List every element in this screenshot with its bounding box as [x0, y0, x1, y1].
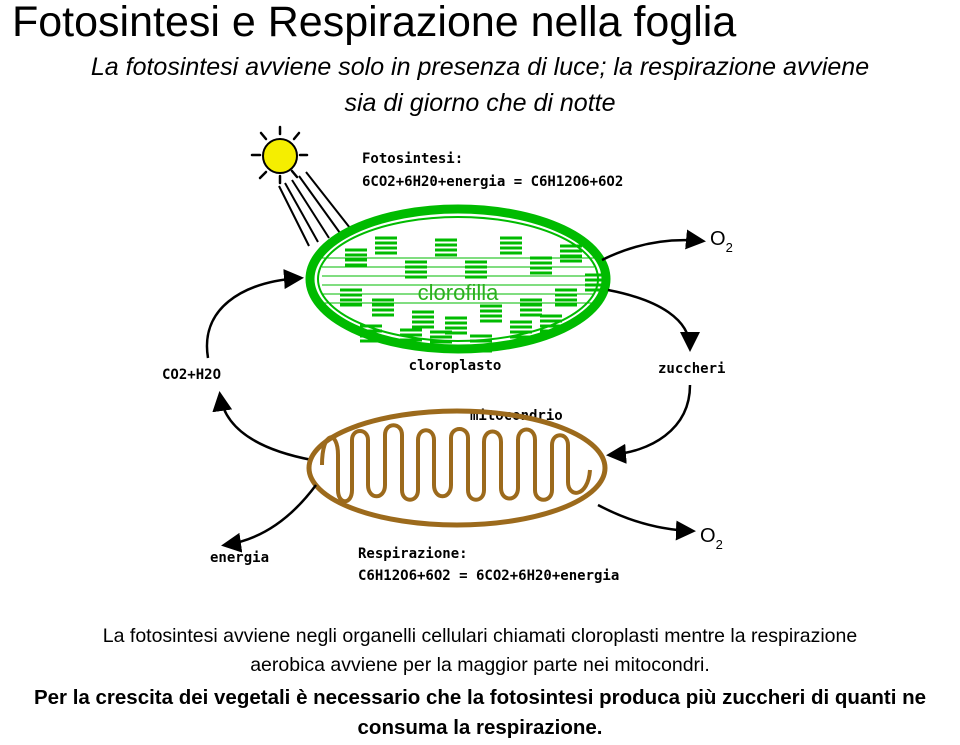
energy-release-arrow [221, 484, 318, 553]
respiration-heading: Respirazione: [358, 546, 468, 562]
o2-bottom-label: O2 [700, 525, 723, 552]
mitochondrion [306, 408, 608, 528]
sun-disc [262, 138, 298, 174]
subtitle-line-2: sia di giorno che di notte [344, 89, 616, 117]
mitochondrion-cristae [320, 423, 592, 504]
sugar-output-arrow [607, 288, 700, 352]
conclusion-line-1: Per la crescita dei vegetali è necessari… [33, 686, 927, 709]
energy-label: energia [210, 550, 269, 566]
input-arrow-to-chloroplast [205, 269, 304, 359]
page-title: Fotosintesi e Respirazione nella foglia [12, 0, 737, 46]
explanation-line-1: La fotosintesi avviene negli organelli c… [102, 625, 858, 647]
co2-h2o-label: CO2+H2O [162, 367, 221, 383]
chloroplast-label: cloroplasto [409, 358, 502, 374]
o2-top-label: O2 [710, 228, 733, 255]
o2-release-arrow-top [601, 229, 706, 262]
explanation-paragraph: La fotosintesi avviene negli organelli c… [0, 622, 960, 680]
sun-icon [250, 125, 309, 185]
mitochondrion-to-co2-arrow [212, 391, 313, 462]
sugar-to-mitochondrion-arrow [606, 384, 692, 464]
explanation-line-2: aerobica avviene per la maggior parte ne… [250, 654, 710, 676]
thylakoid-stacks [322, 236, 607, 353]
subtitle-line-1: La fotosintesi avviene solo in presenza … [90, 53, 870, 81]
conclusion-paragraph: Per la crescita dei vegetali è necessari… [0, 683, 960, 743]
respiration-equation: C6H12O6+6O2 = 6CO2+6H20+energia [358, 568, 619, 584]
photosynthesis-equation: 6CO2+6H20+energia = C6H12O6+6O2 [362, 174, 623, 190]
sugars-label: zuccheri [658, 361, 725, 377]
photosynthesis-heading: Fotosintesi: [362, 151, 463, 167]
conclusion-line-2: consuma la respirazione. [357, 716, 603, 739]
o2-release-arrow-bottom [597, 503, 696, 541]
chlorophyll-label: clorofilla [418, 280, 499, 305]
chloroplast [305, 204, 611, 354]
sunlight-rays [278, 171, 351, 247]
subtitle: La fotosintesi avviene solo in presenza … [0, 49, 960, 121]
photosynthesis-respiration-diagram: Fotosintesi: 6CO2+6H20+energia = C6H12O6… [162, 125, 733, 584]
